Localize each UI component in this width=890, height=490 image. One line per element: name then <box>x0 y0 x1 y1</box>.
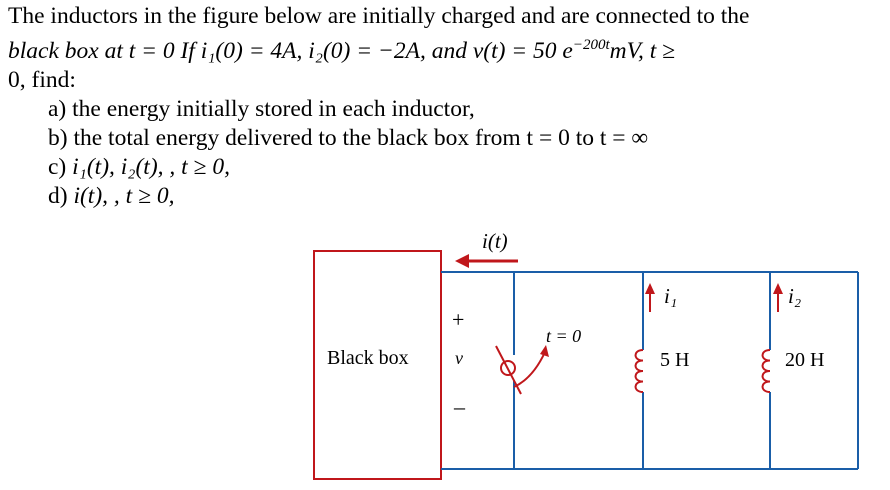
problem-intro-line-2-tail: mV, t ≥ <box>609 37 676 64</box>
black-box-label: Black box <box>327 347 409 369</box>
switch-blade <box>495 345 522 395</box>
part-c: c) i₁(t), i₂(t), , t ≥ 0, <box>8 153 880 182</box>
part-label: c) <box>48 153 67 180</box>
part-text: i₁(t), i₂(t), , t ≥ 0, <box>72 153 230 180</box>
black-box <box>313 250 442 480</box>
switch-pivot <box>500 360 516 376</box>
problem-intro-line-2: black box at t = 0 If i₁(0) = 4A, i₂(0) … <box>8 31 880 66</box>
l1-value: 5 H <box>660 349 689 371</box>
current-label: i(t) <box>482 229 508 253</box>
problem-statement: The inductors in the figure below are in… <box>8 2 880 211</box>
switch-arc <box>513 351 546 388</box>
part-label: a) <box>48 95 67 122</box>
current-arrow <box>455 254 518 268</box>
exponent: −200t <box>572 37 610 53</box>
minus-sign: – <box>453 394 466 419</box>
part-text: the energy initially stored in each indu… <box>72 95 475 122</box>
i2-label: i₂ <box>788 284 801 308</box>
wires <box>441 271 859 470</box>
i2-arrow <box>773 283 783 312</box>
part-label: b) <box>48 124 68 151</box>
inductor-1-coil <box>634 349 644 393</box>
plus-sign: + <box>452 307 464 332</box>
problem-intro-line-3: 0, find: <box>8 66 76 93</box>
part-text: the total energy delivered to the black … <box>73 124 649 151</box>
part-d: d) i(t), , t ≥ 0, <box>8 182 880 211</box>
voltage-symbol: v <box>455 348 463 368</box>
switch-label: t = 0 <box>546 326 581 346</box>
switch-arc-arrowhead <box>540 345 549 357</box>
i1-arrow <box>645 283 655 312</box>
part-b: b) the total energy delivered to the bla… <box>8 124 880 153</box>
inductor-2-coil <box>761 349 771 393</box>
part-label: d) <box>48 182 68 209</box>
problem-intro-line-1: The inductors in the figure below are in… <box>8 3 750 29</box>
problem-intro-line-2-main: black box at t = 0 If i₁(0) = 4A, i₂(0) … <box>8 37 573 64</box>
switch <box>495 345 546 395</box>
i1-label: i₁ <box>664 284 677 308</box>
parts-list: a) the energy initially stored in each i… <box>8 95 880 211</box>
part-text: i(t), , t ≥ 0, <box>73 182 175 209</box>
part-a: a) the energy initially stored in each i… <box>8 95 880 124</box>
l2-value: 20 H <box>785 349 824 371</box>
